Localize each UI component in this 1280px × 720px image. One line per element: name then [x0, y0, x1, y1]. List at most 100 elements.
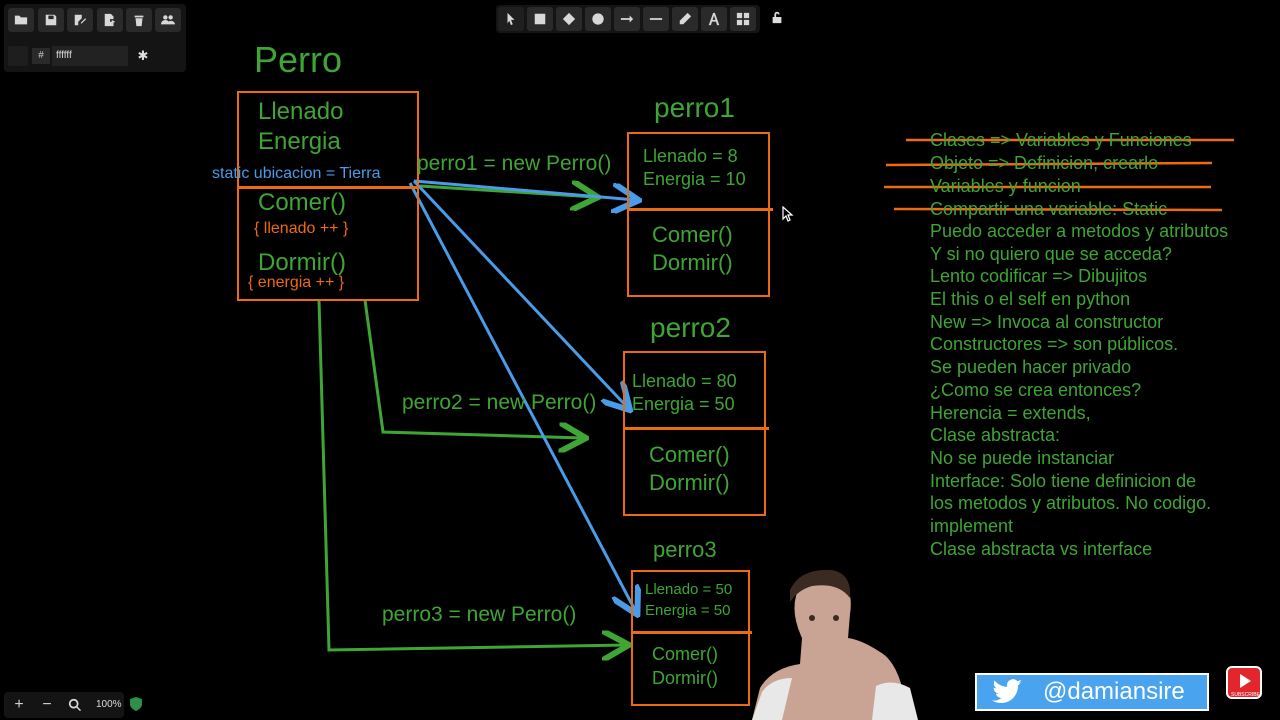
diamond-icon	[562, 12, 576, 26]
note-line: No se puede instanciar	[930, 448, 1115, 468]
pen-doc-icon	[74, 14, 87, 26]
ellipse-tool[interactable]	[585, 7, 611, 31]
trash-icon	[134, 15, 144, 27]
zoom-fit-button[interactable]	[62, 693, 88, 717]
instance-box-perro2[interactable]	[623, 351, 766, 516]
method-dormir-body: { energia ++ }	[248, 274, 345, 291]
instance-divider-perro1	[627, 208, 773, 211]
perro3-dormir: Dormir()	[652, 668, 718, 688]
note-line: Se pueden hacer privado	[930, 357, 1132, 377]
twitter-handle: @damiansire	[1043, 678, 1185, 705]
note-line: El this o el self en python	[930, 289, 1131, 309]
collaborate-button[interactable]	[155, 8, 181, 32]
instance-title-perro3: perro3	[653, 537, 717, 562]
note-line: los metodos y atributos. No codigo.	[930, 493, 1212, 513]
method-comer: Comer()	[258, 189, 346, 216]
color-swatch[interactable]	[8, 46, 28, 66]
perro3-comer: Comer()	[652, 644, 718, 664]
grid-icon	[736, 12, 750, 26]
cursor-icon	[507, 12, 515, 26]
arrow-right-icon	[620, 15, 634, 23]
twitter-banner: @damiansire	[975, 673, 1209, 711]
instance-box-perro1[interactable]	[627, 132, 770, 297]
users-icon	[161, 15, 175, 25]
note-line: Clase abstracta vs interface	[930, 539, 1153, 559]
label-new-perro3: perro3 = new Perro()	[382, 603, 577, 626]
arrow-perro2	[363, 299, 583, 438]
zoom-level: 100%	[96, 699, 122, 710]
perro1-dormir: Dormir()	[652, 250, 733, 275]
instance-divider-perro3	[631, 631, 752, 634]
left-toolbar: # ffffff ✱	[4, 4, 186, 72]
play-icon	[1240, 674, 1251, 688]
label-new-perro2: perro2 = new Perro()	[402, 391, 597, 414]
zoom-controls: + − 100%	[4, 692, 124, 718]
twitter-bird-icon	[992, 679, 1022, 704]
instance-divider-perro2	[623, 427, 769, 430]
shield-icon	[130, 697, 142, 716]
note-line: Objeto => Definicion, crearlo	[930, 153, 1159, 173]
perro1-llenado: Llenado = 8	[643, 146, 738, 166]
note-line: Clases => Variables y Funciones	[930, 130, 1192, 150]
export-button[interactable]	[97, 8, 123, 32]
perro2-dormir: Dormir()	[649, 470, 730, 495]
perro3-llenado: Llenado = 50	[645, 581, 733, 598]
class-attr-2: Energia	[258, 128, 341, 155]
zoom-out-button[interactable]: −	[42, 696, 52, 713]
note-line: Puedo acceder a metodos y atributos	[930, 221, 1229, 241]
text-tool[interactable]	[701, 7, 727, 31]
note-line: Herencia = extends,	[930, 403, 1091, 423]
mouse-cursor-icon	[782, 206, 794, 222]
static-attr: static ubicacion = Tierra	[212, 165, 381, 182]
note-line: Clase abstracta:	[930, 425, 1061, 445]
square-icon	[534, 13, 546, 25]
settings-icon[interactable]: ✱	[137, 48, 149, 63]
class-box[interactable]	[237, 91, 419, 301]
static-arrow-2	[412, 179, 628, 408]
color-hex-input[interactable]: ffffff	[52, 46, 128, 66]
color-hash-label: #	[32, 48, 50, 64]
class-attr-1: Llenado	[258, 98, 344, 125]
open-folder-button[interactable]	[8, 8, 34, 32]
youtube-subscribe-badge: SUBSCRIBE	[1226, 666, 1262, 699]
perro1-comer: Comer()	[652, 222, 733, 247]
note-line: Variables y funcion	[930, 176, 1081, 196]
zoom-in-button[interactable]: +	[14, 696, 24, 713]
note-line: Compartir una variable: Static	[930, 199, 1168, 219]
save-button[interactable]	[38, 8, 64, 32]
line-icon	[649, 18, 663, 20]
arrow-perro3	[317, 299, 626, 650]
class-title: Perro	[254, 39, 343, 80]
instance-box-perro3[interactable]	[631, 570, 750, 706]
line-tool[interactable]	[643, 7, 669, 31]
perro2-comer: Comer()	[649, 442, 730, 467]
diamond-tool[interactable]	[556, 7, 582, 31]
pencil-icon	[679, 12, 692, 25]
webcam-overlay	[752, 569, 918, 720]
edit-doc-button[interactable]	[67, 8, 93, 32]
circle-icon	[592, 13, 604, 25]
arrow-tool[interactable]	[614, 7, 640, 31]
instance-title-perro2: perro2	[650, 312, 731, 343]
method-dormir: Dormir()	[258, 249, 346, 276]
lock-icon[interactable]	[770, 10, 786, 26]
static-arrow-1	[413, 179, 636, 200]
perro2-energia: Energia = 50	[632, 394, 735, 414]
note-line: implement	[930, 516, 1014, 536]
export-icon	[104, 13, 116, 27]
note-line: Constructores => son públicos.	[930, 334, 1179, 354]
delete-button[interactable]	[126, 8, 152, 32]
folder-icon	[14, 15, 28, 25]
pencil-tool[interactable]	[672, 7, 698, 31]
library-tool[interactable]	[730, 7, 756, 31]
select-tool[interactable]	[498, 7, 524, 31]
tools-toolbar	[496, 5, 760, 33]
save-icon	[45, 14, 57, 26]
rectangle-tool[interactable]	[527, 7, 553, 31]
instance-title-perro1: perro1	[654, 92, 735, 123]
magnifier-icon	[68, 698, 82, 712]
subscribe-label: SUBSCRIBE	[1231, 692, 1260, 698]
note-line: New => Invoca al constructor	[930, 312, 1164, 332]
note-line: ¿Como se crea entonces?	[930, 380, 1142, 400]
